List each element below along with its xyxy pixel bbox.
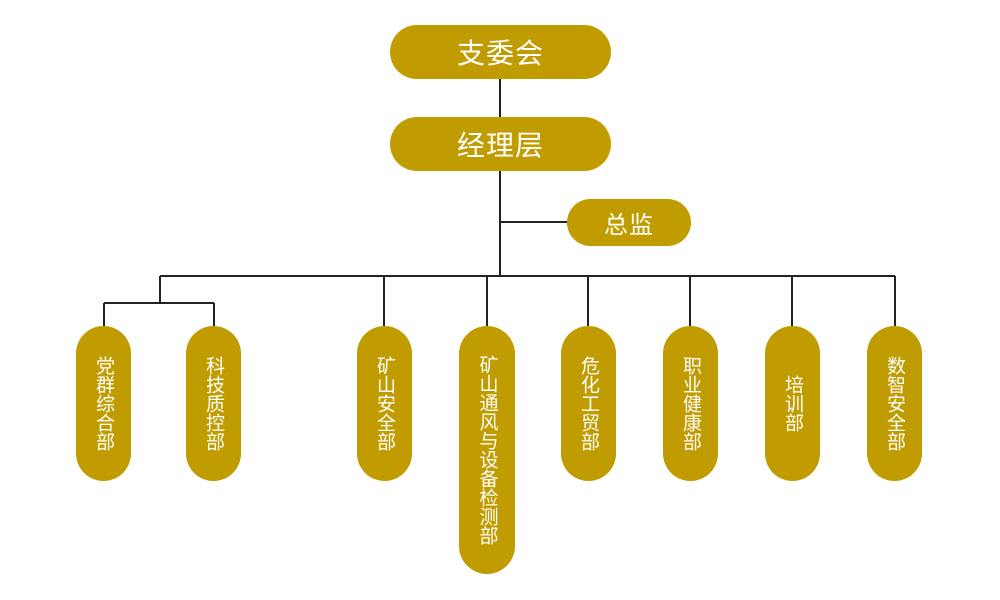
node-top-committee: 支委会: [390, 25, 611, 79]
node-department: 矿山通风与设备检测部: [459, 326, 515, 574]
node-department: 党群综合部: [76, 326, 131, 481]
node-department: 数智安全部: [867, 326, 922, 481]
node-department: 危化工贸部: [561, 326, 616, 481]
node-director: 总监: [567, 199, 691, 246]
node-department: 矿山安全部: [357, 326, 412, 481]
node-department: 职业健康部: [663, 326, 718, 481]
node-management-team: 经理层: [390, 117, 611, 171]
node-department: 培训部: [765, 326, 820, 481]
node-department: 科技质控部: [186, 326, 241, 481]
